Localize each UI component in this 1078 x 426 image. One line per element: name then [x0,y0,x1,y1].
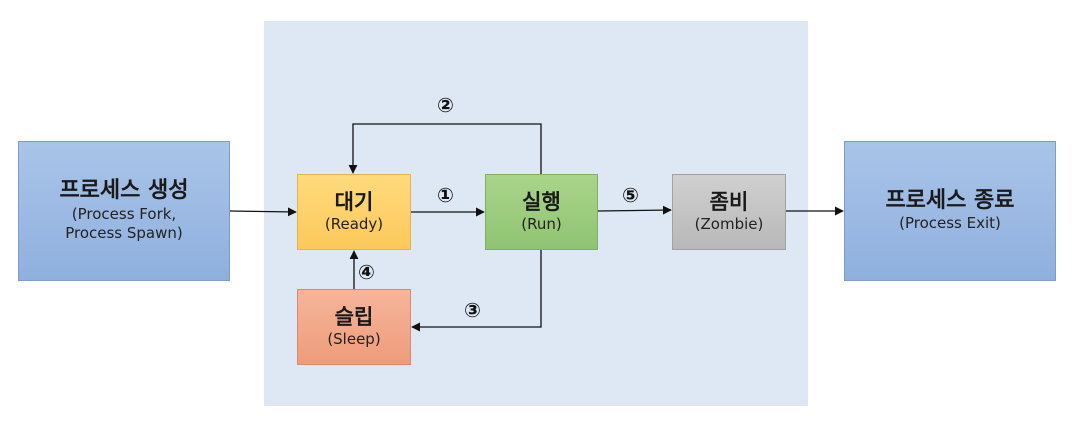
transition-label-run-to-zombie: ⑤ [622,183,639,207]
run-state-subtitle: (Run) [521,214,562,233]
process-exit-title: 프로세스 종료 [885,188,1015,214]
zombie-state-subtitle: (Zombie) [694,214,764,233]
ready-state-subtitle: (Ready) [324,214,384,233]
ready-state-box: 대기 (Ready) [297,174,411,250]
transition-label-run-to-ready: ② [437,93,454,117]
run-state-title: 실행 [522,189,561,214]
sleep-state-subtitle: (Sleep) [327,329,381,348]
arrow-run-to-ready [348,123,542,174]
arrow-create-to-ready [229,207,297,217]
arrow-run-to-sleep [411,250,542,332]
sleep-state-title: 슬립 [334,304,374,329]
zombie-state-title: 좀비 [709,189,749,214]
run-state-box: 실행 (Run) [485,174,598,250]
process-exit-box: 프로세스 종료 (Process Exit) [844,141,1056,281]
transition-label-sleep-to-ready: ④ [358,260,375,284]
process-create-title: 프로세스 생성 [59,178,189,204]
process-exit-subtitle: (Process Exit) [899,214,1001,233]
ready-state-title: 대기 [334,189,374,214]
sleep-state-box: 슬립 (Sleep) [297,289,411,365]
process-create-subtitle: (Process Fork, Process Spawn) [65,204,183,243]
arrow-run-to-zombie [597,205,672,215]
transition-label-run-to-sleep: ③ [464,298,481,322]
transition-label-ready-to-run: ① [437,183,454,207]
process-create-box: 프로세스 생성 (Process Fork, Process Spawn) [18,141,230,281]
zombie-state-box: 좀비 (Zombie) [672,174,786,250]
